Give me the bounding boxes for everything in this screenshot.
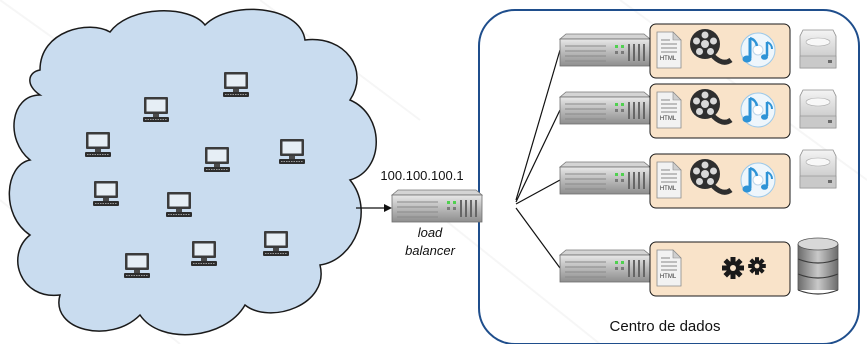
load-balancer-label-line1: load xyxy=(417,225,443,240)
datacenter-label: Centro de dados xyxy=(609,318,721,335)
client-computer-icon xyxy=(92,180,120,207)
client-computer-icon xyxy=(84,131,112,158)
load-balancer-label-line2: balancer xyxy=(405,243,455,258)
html-file-icon xyxy=(656,31,682,69)
web-server-icon xyxy=(559,161,651,195)
client-computer-icon xyxy=(278,138,306,165)
client-computer-icon xyxy=(142,96,170,123)
html-file-icon xyxy=(656,161,682,199)
client-computer-icon xyxy=(262,230,290,257)
hard-disk-icon xyxy=(799,89,837,129)
client-computer-icon xyxy=(123,252,151,279)
connection-lines xyxy=(515,49,561,269)
content-box xyxy=(649,241,791,297)
client-computer-icon xyxy=(165,191,193,218)
music-disc-icon xyxy=(739,31,777,69)
html-file-icon xyxy=(656,91,682,129)
ip-address-label: 100.100.100.1 xyxy=(380,168,464,183)
html-label: HTML xyxy=(660,186,677,192)
html-label: HTML xyxy=(660,116,677,122)
html-label: HTML xyxy=(660,56,677,62)
client-computer-icon xyxy=(203,146,231,173)
web-server-icon xyxy=(559,33,651,67)
html-label: HTML xyxy=(660,274,677,280)
hard-disk-icon xyxy=(799,29,837,69)
load-balancer-server-icon xyxy=(391,189,483,223)
music-disc-icon xyxy=(739,91,777,129)
arrow-head-icon xyxy=(384,204,392,212)
hard-disk-icon xyxy=(799,149,837,189)
html-file-icon xyxy=(656,249,682,287)
client-computer-icon xyxy=(190,240,218,267)
client-computer-icon xyxy=(222,71,250,98)
database-icon xyxy=(797,237,839,295)
load-balancer-label: load balancer xyxy=(380,224,480,260)
music-disc-icon xyxy=(739,161,777,199)
web-server-icon xyxy=(559,91,651,125)
internet-cloud xyxy=(8,8,377,336)
database-server-icon xyxy=(559,249,651,283)
